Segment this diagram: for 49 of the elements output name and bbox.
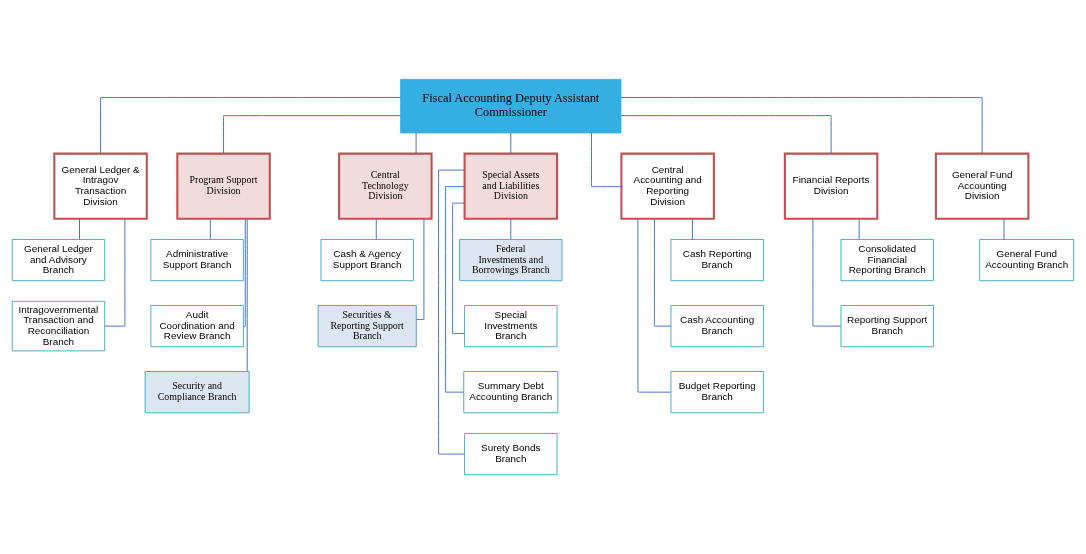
node-box: General Fund Accounting Branch [979, 238, 1075, 282]
node-box: Cash Reporting Branch [670, 238, 764, 282]
connector [510, 132, 512, 154]
connector [452, 202, 465, 335]
node-box: Special Investments Branch [464, 305, 558, 348]
node-box: Intragovernmental Transaction and Reconciliation Branch [11, 300, 106, 352]
connector [812, 218, 842, 327]
connector [223, 115, 402, 154]
node-box: General Ledger & Intragov Transaction Division [53, 152, 148, 220]
connector [653, 218, 672, 327]
connector [209, 218, 211, 240]
connector [438, 169, 465, 455]
node-box: Surety Bonds Branch [464, 432, 558, 476]
node-box: Financial Reports Division [783, 152, 879, 220]
connector [637, 218, 672, 393]
node-box: General Ledger and Advisory Branch [11, 238, 106, 282]
node-box: Special Assets and Liabilities Division [463, 152, 559, 220]
node-box: Central Technology Division [338, 152, 433, 220]
connector [858, 218, 860, 240]
connector [100, 96, 402, 154]
connector [445, 186, 465, 393]
connector [510, 218, 512, 240]
node-box: Cash Accounting Branch [670, 305, 764, 348]
connector [620, 115, 832, 154]
node-box: General Fund Accounting Division [934, 152, 1030, 220]
node-box: Security and Compliance Branch [144, 371, 250, 414]
connector [243, 218, 246, 327]
connector [104, 218, 126, 327]
connector [691, 218, 693, 240]
connector [620, 96, 983, 154]
node-box: Summary Debt Accounting Branch [463, 371, 559, 414]
node-box: Administrative Support Branch [150, 238, 244, 282]
node-box: Cash & Agency Support Branch [320, 238, 414, 282]
node-box: Program Support Division [176, 152, 271, 220]
node-box: Fiscal Accounting Deputy Assistant Commissioner [400, 78, 622, 134]
node-box: Reporting Support Branch [840, 305, 934, 348]
node-box: Securities & Reporting Support Branch [317, 305, 417, 348]
connector [591, 132, 622, 188]
node-box: Federal Investments and Borrowings Branch [459, 238, 563, 282]
connector [415, 132, 417, 154]
connector [246, 218, 248, 372]
connector [375, 218, 377, 240]
node-box: Audit Coordination and Review Branch [150, 305, 244, 348]
node-box: Budget Reporting Branch [670, 371, 764, 414]
connector [1003, 218, 1005, 240]
node-box: Consolidated Financial Reporting Branch [840, 238, 934, 282]
node-box: Central Accounting and Reporting Division [620, 152, 715, 220]
connector [416, 218, 425, 320]
connector [79, 218, 80, 240]
